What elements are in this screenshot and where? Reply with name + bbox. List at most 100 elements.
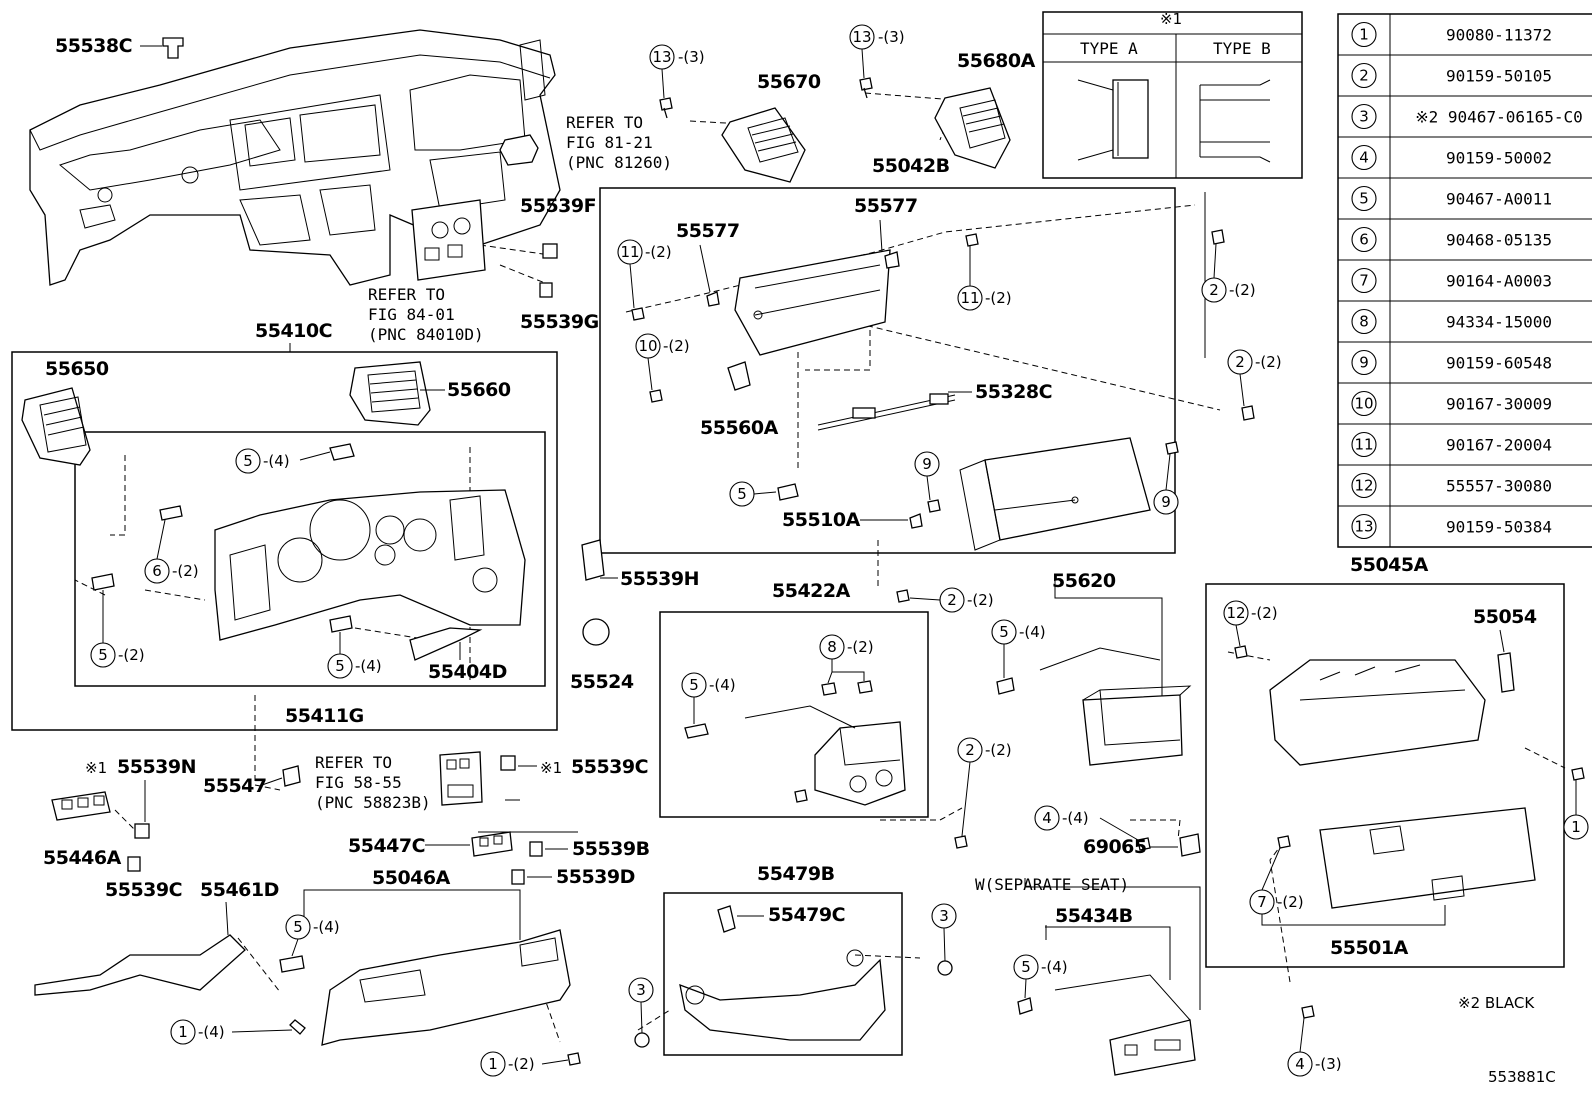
clip-55577a (884, 251, 900, 269)
svg-text:5: 5 (335, 657, 345, 675)
bracket-55042b (734, 249, 891, 356)
callout-1b: 1 -(4) (170, 1019, 293, 1045)
svg-text:5: 5 (98, 646, 108, 664)
refer-81-21-line2: FIG 81-21 (566, 133, 653, 152)
parts-table-row-partno: 90159-50105 (1446, 67, 1552, 86)
label-55577-left: 55577 (676, 220, 740, 242)
svg-text:2: 2 (947, 591, 957, 609)
callout-5g: 5 -(4) (285, 914, 340, 957)
svg-text:11: 11 (960, 289, 979, 307)
parts-table-row-partno: 90167-20004 (1446, 436, 1552, 455)
svg-text:-(2): -(2) (118, 646, 145, 664)
refer-81-21-line3: (PNC 81260) (566, 153, 672, 172)
svg-text:-(2): -(2) (967, 591, 994, 609)
frame-type-ab (1042, 11, 1303, 179)
callout-2c: 2 -(2) (909, 587, 994, 613)
refer-58-55-line2: FIG 58-55 (315, 773, 402, 792)
parts-table-row-circle (1351, 513, 1377, 540)
switch-55446a (51, 791, 111, 821)
svg-text:5: 5 (1021, 958, 1031, 976)
screw-1b (289, 1019, 306, 1035)
label-55660: 55660 (447, 379, 511, 401)
parts-table-row-number: 3 (1359, 108, 1369, 126)
clip-55538c (162, 37, 184, 59)
clip-12 (1234, 645, 1248, 659)
note-black: ※2 BLACK (1458, 994, 1535, 1012)
label-69065: 69065 (1083, 836, 1147, 858)
label-55539c-top: 55539C (571, 756, 648, 778)
svg-text:-(2): -(2) (1277, 893, 1304, 911)
svg-text:7: 7 (1257, 893, 1267, 911)
note-w-separate-seat: W(SEPARATE SEAT) (975, 875, 1129, 894)
frame-55045a (1205, 583, 1565, 968)
parts-table-row-number: 9 (1359, 354, 1369, 372)
svg-text:-(3): -(3) (878, 28, 905, 46)
svg-text:5: 5 (999, 623, 1009, 641)
label-55539b: 55539B (572, 838, 650, 860)
parts-table-row-circle (1351, 144, 1377, 171)
svg-text:12: 12 (1226, 604, 1245, 622)
label-55670: 55670 (757, 71, 821, 93)
label-55680a: 55680A (957, 50, 1036, 72)
svg-text:2: 2 (965, 741, 975, 759)
clip-5-cluster-bottom (329, 615, 353, 633)
parts-table-row-number: 13 (1354, 518, 1373, 536)
cap-55539b (529, 841, 543, 857)
svg-text:1: 1 (1571, 818, 1581, 836)
svg-text:4: 4 (1295, 1055, 1305, 1073)
label-55539h: 55539H (620, 568, 699, 590)
refer-84-01-line1: REFER TO (368, 285, 445, 304)
svg-text:-(2): -(2) (1255, 353, 1282, 371)
vent-55650 (21, 387, 91, 466)
svg-text:13: 13 (852, 28, 871, 46)
callout-5e: 5 -(4) (681, 672, 736, 724)
callout-7: 7 -(2) (1249, 847, 1304, 915)
panel-55510a (959, 437, 1151, 551)
svg-text:5: 5 (737, 485, 747, 503)
svg-text:4: 4 (1042, 809, 1052, 827)
parts-table-row-number: 8 (1359, 313, 1369, 331)
callout-12: 12 -(2) (1223, 600, 1278, 647)
callout-11a: 11 -(2) (617, 239, 672, 309)
label-55328c: 55328C (975, 381, 1052, 403)
svg-text:1: 1 (178, 1023, 188, 1041)
label-55054: 55054 (1473, 606, 1537, 628)
parts-table-row-circle (1351, 267, 1377, 294)
refer-58-55-line1: REFER TO (315, 753, 392, 772)
type-a-sketch (1077, 79, 1149, 161)
callout-4a: 4 -(4) (1034, 805, 1139, 841)
cap-55539n (134, 823, 150, 839)
clip-5-cluster-left (91, 573, 115, 591)
parts-table-row-partno: 90468-05135 (1446, 231, 1552, 250)
callout-5h: 5 -(4) (1013, 954, 1068, 999)
note-mark1-55539c: ※1 (540, 759, 562, 777)
label-55447c: 55447C (348, 835, 425, 857)
parts-table-row-partno: 90164-A0003 (1446, 272, 1552, 291)
screw-4a (1137, 837, 1151, 851)
vent-55680a (934, 87, 1011, 169)
label-55539c-bottom: 55539C (105, 879, 182, 901)
svg-text:6: 6 (152, 562, 162, 580)
parts-table-row-number: 7 (1359, 272, 1369, 290)
label-55045a: 55045A (1350, 554, 1429, 576)
parts-table-row-partno: 90159-60548 (1446, 354, 1552, 373)
callout-5d: 5 -(4) (327, 632, 382, 679)
label-55434b: 55434B (1055, 905, 1133, 927)
label-55479b: 55479B (757, 863, 835, 885)
bracket-55422a (744, 705, 906, 806)
label-55538c: 55538C (55, 35, 132, 57)
svg-text:-(4): -(4) (355, 657, 382, 675)
screw-13b (859, 77, 873, 99)
svg-text:-(2): -(2) (508, 1055, 535, 1073)
screw-1c (567, 1052, 581, 1066)
vent-55660 (349, 361, 431, 426)
screw-3b (937, 960, 953, 976)
label-55560a: 55560A (700, 417, 779, 439)
parts-table-row-circle (1351, 103, 1377, 130)
parts-table-row-number: 10 (1354, 395, 1373, 413)
parts-table-row-partno: 55557-30080 (1446, 477, 1552, 496)
glovebox-55045a (1269, 659, 1486, 766)
svg-text:-(2): -(2) (172, 562, 199, 580)
